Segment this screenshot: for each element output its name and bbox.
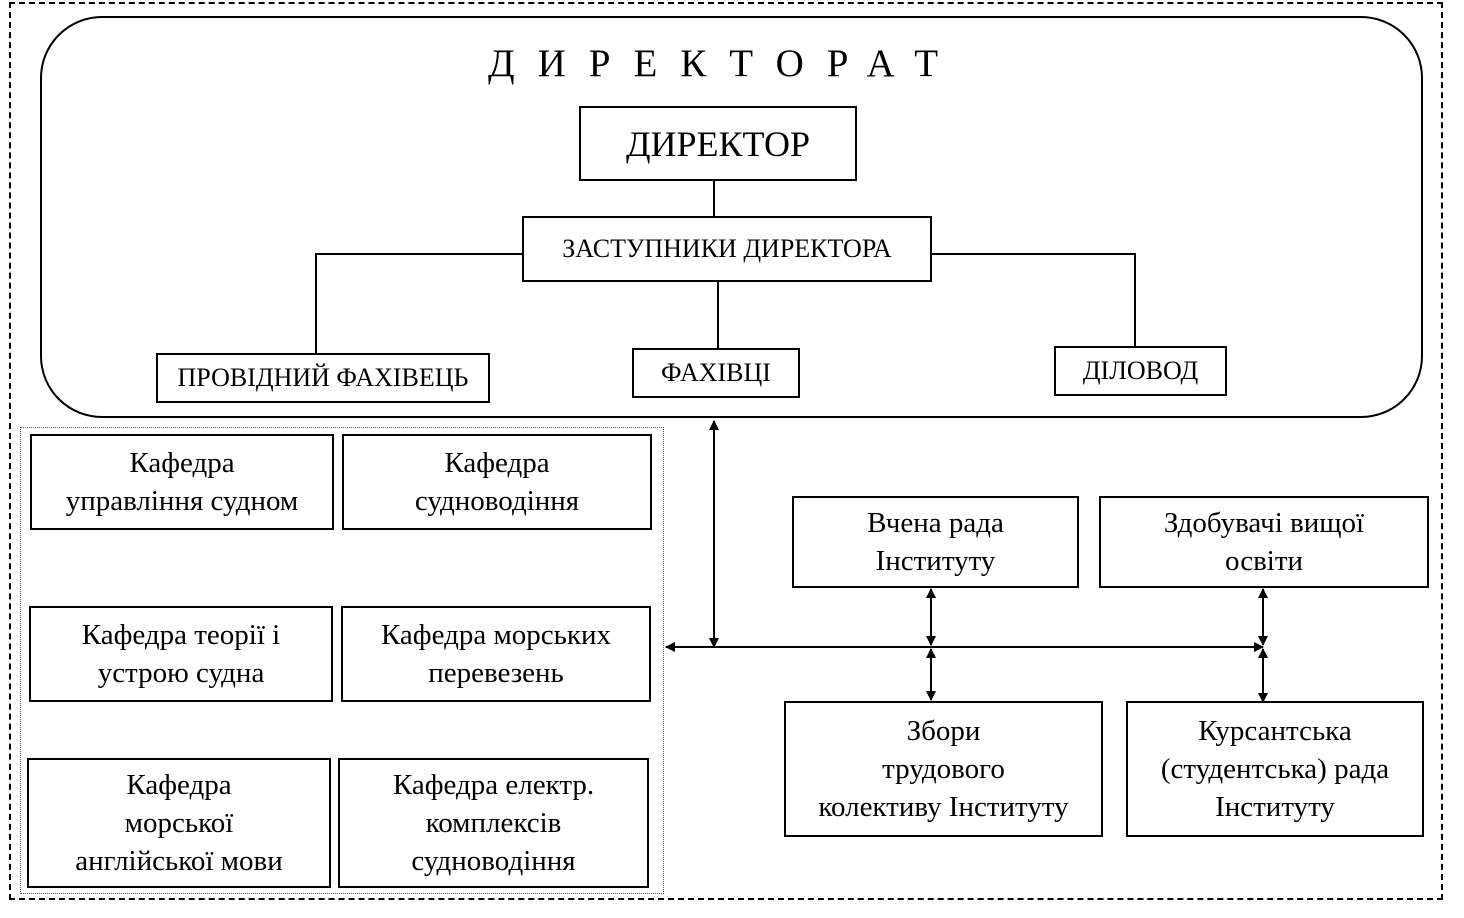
node-lead-specialist: ПРОВІДНИЙ ФАХІВЕЦЬ (156, 353, 490, 403)
department-label: Кафедра судноводіння (414, 447, 580, 517)
outer-frame (9, 2, 1443, 900)
node-department: Кафедра теорії і устрою судна (29, 606, 333, 702)
academic-council-label: Вчена рада Інституту (867, 507, 1004, 577)
cadet-council-label: Курсантська (студентська) рада Інституту (1160, 715, 1390, 823)
edge-deputies-clerk (930, 253, 1136, 347)
node-deputies-label: ЗАСТУПНИКИ ДИРЕКТОРА (562, 234, 892, 263)
node-department: Кафедра судноводіння (342, 434, 652, 530)
node-deputies: ЗАСТУПНИКИ ДИРЕКТОРА (522, 216, 932, 282)
department-label: Кафедра морських перевезень (380, 619, 612, 689)
node-cadet-council: Курсантська (студентська) рада Інституту (1126, 701, 1424, 837)
department-label: Кафедра теорії і устрою судна (81, 619, 281, 689)
department-label: Кафедра морської англійської мови (75, 769, 283, 877)
node-specialists-label: ФАХІВЦІ (661, 358, 771, 387)
node-director-label: ДИРЕКТОР (625, 123, 811, 164)
edge-deputies-lead-specialist (315, 253, 523, 354)
node-staff-meeting: Збори трудового колективу Інституту (784, 701, 1103, 837)
node-lead-specialist-label: ПРОВІДНИЙ ФАХІВЕЦЬ (177, 363, 469, 392)
node-department: Кафедра електр. комплексів судноводіння (338, 758, 649, 888)
node-director: ДИРЕКТОР (579, 106, 857, 181)
node-clerk-label: ДІЛОВОД (1082, 356, 1199, 385)
departments-group (20, 427, 664, 894)
node-clerk: ДІЛОВОД (1054, 346, 1227, 396)
node-department: Кафедра морської англійської мови (27, 758, 331, 888)
directorate-group (40, 16, 1423, 418)
department-label: Кафедра електр. комплексів судноводіння (392, 769, 595, 877)
node-department: Кафедра морських перевезень (341, 606, 651, 702)
staff-meeting-label: Збори трудового колективу Інституту (818, 715, 1069, 823)
node-specialists: ФАХІВЦІ (632, 348, 800, 398)
node-department: Кафедра управління судном (30, 434, 334, 530)
directorate-title: ДИРЕКТОРАТ (488, 42, 962, 85)
students-label: Здобувачі вищої освіти (1163, 507, 1365, 577)
node-students: Здобувачі вищої освіти (1099, 496, 1429, 588)
node-academic-council: Вчена рада Інституту (792, 496, 1079, 588)
department-label: Кафедра управління судном (65, 447, 299, 517)
